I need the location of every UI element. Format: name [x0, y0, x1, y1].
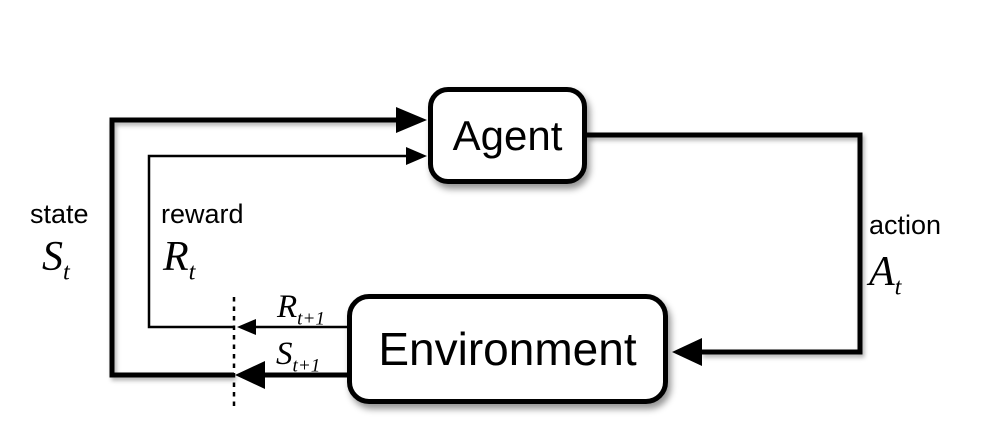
reward-word-label: reward — [161, 199, 244, 229]
action-line — [587, 132, 863, 355]
next-reward-symbol: Rt+1 — [277, 289, 325, 329]
next-state-symbol: St+1 — [276, 336, 320, 376]
agent-box: Agent — [428, 87, 587, 184]
action-symbol-sub: t — [894, 273, 902, 301]
next-state-symbol-base: S — [276, 336, 293, 372]
action-symbol: At — [869, 249, 901, 299]
reward-line — [147, 154, 409, 329]
action-word-label: action — [869, 210, 942, 240]
next-state-symbol-sub: t+1 — [292, 355, 321, 377]
state-line — [109, 117, 398, 378]
agent-box-label: Agent — [452, 111, 563, 159]
reward-symbol-sub: t — [188, 258, 196, 286]
state-symbol-base: S — [42, 234, 63, 280]
action-into-environment-arrowhead-icon — [672, 338, 702, 366]
next-reward-symbol-sub: t+1 — [297, 308, 325, 330]
reward-symbol: Rt — [163, 234, 195, 284]
environment-box-label: Environment — [378, 323, 637, 375]
next-reward-arrowhead-icon — [237, 319, 256, 335]
environment-box: Environment — [347, 294, 668, 404]
state-symbol-sub: t — [63, 258, 70, 286]
next-state-arrowhead-icon — [235, 361, 265, 389]
reward-into-agent-arrowhead-icon — [406, 147, 427, 165]
next-reward-symbol-base: R — [277, 289, 298, 325]
state-word-label: state — [30, 199, 89, 229]
reward-symbol-base: R — [163, 234, 189, 280]
state-symbol: St — [42, 234, 70, 284]
state-into-agent-arrowhead-icon — [396, 107, 427, 133]
action-symbol-base: A — [869, 249, 895, 295]
